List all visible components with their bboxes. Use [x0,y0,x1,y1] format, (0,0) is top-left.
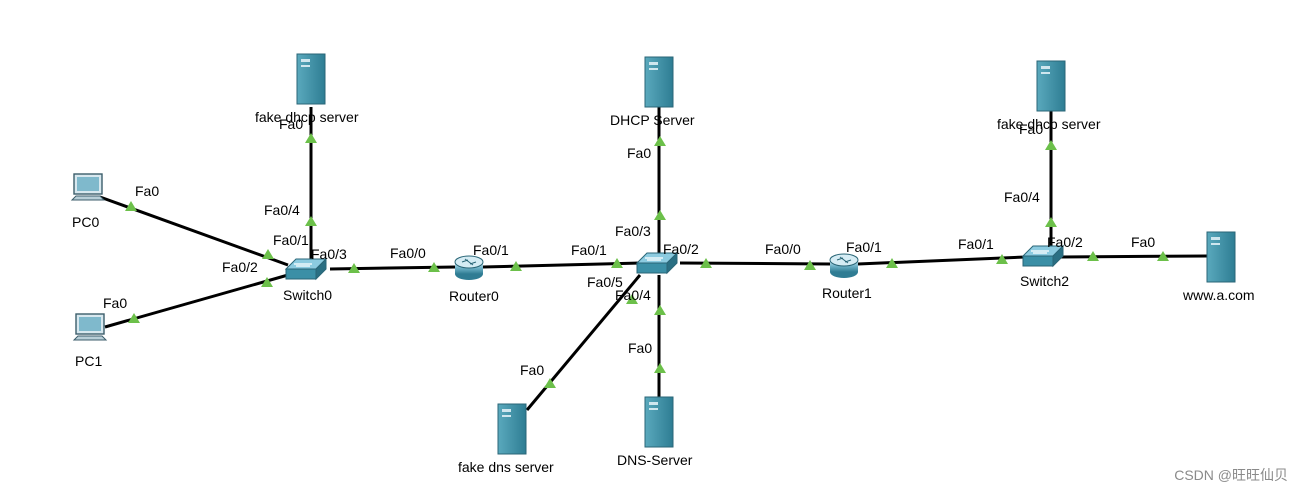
switch0-label: Switch0 [283,287,332,303]
port-light-up-icon [654,305,666,315]
watermark: CSDN @旺旺仙贝 [1174,467,1288,483]
port-label: Fa0/1 [273,232,309,248]
device-pc1[interactable] [73,313,107,341]
port-label: Fa0/5 [587,274,623,290]
device-fake-dns[interactable] [497,403,527,455]
server-icon [1036,60,1066,112]
port-label: Fa0 [1131,234,1155,250]
pc0-label: PC0 [72,214,99,230]
port-label: Fa0/0 [390,245,426,261]
device-dhcp-server[interactable] [644,56,674,108]
port-label: Fa0 [279,116,303,132]
port-label: Fa0/3 [311,246,347,262]
device-dns-server[interactable] [644,396,674,448]
port-label: Fa0/4 [264,202,300,218]
port-light-up-icon [654,363,666,373]
dns-server-label: DNS-Server [617,452,693,468]
server-icon [644,396,674,448]
port-label: Fa0 [1019,121,1043,137]
port-light-up-icon [262,249,274,259]
device-pc0[interactable] [71,173,105,201]
port-light-up-icon [654,136,666,146]
port-label: Fa0/2 [1047,234,1083,250]
device-fake-dhcp-left[interactable] [296,53,326,105]
port-label: Fa0 [627,145,651,161]
port-label: Fa0 [628,340,652,356]
port-label: Fa0/0 [765,241,801,257]
port-light-up-icon [1045,217,1057,227]
server-icon [296,53,326,105]
fake-dhcp-right-label: fake dhcp server [997,116,1101,132]
server-icon [497,403,527,455]
port-label: Fa0/1 [473,242,509,258]
www-label: www.a.com [1182,287,1255,303]
port-light-up-icon [305,216,317,226]
port-label: Fa0/1 [571,242,607,258]
router-icon [454,255,484,281]
port-light-up-icon [654,210,666,220]
server-icon [644,56,674,108]
port-label: Fa0/4 [615,287,651,303]
port-label: Fa0/2 [222,259,258,275]
pc-icon [73,313,107,341]
server-icon [1206,231,1236,283]
port-label: Fa0 [520,362,544,378]
router1-label: Router1 [822,285,872,301]
device-switch0[interactable] [285,258,327,280]
port-light-up-icon [1045,140,1057,150]
pc1-label: PC1 [75,353,102,369]
device-router0[interactable] [454,255,484,281]
link-switch2-www [1059,254,1208,259]
switch2-label: Switch2 [1020,273,1069,289]
device-www[interactable] [1206,231,1236,283]
port-light-up-icon [305,133,317,143]
dhcp-server-label: DHCP Server [610,112,695,128]
device-labels: PC0 PC1 Switch0 Router0 Router1 Switch2 … [72,109,1255,475]
device-router1[interactable] [829,253,859,279]
port-label: Fa0 [103,295,127,311]
port-label: Fa0/1 [958,236,994,252]
port-label: Fa0/3 [615,223,651,239]
port-label: Fa0/2 [663,241,699,257]
port-label: Fa0 [135,183,159,199]
device-fake-dhcp-right[interactable] [1036,60,1066,112]
router0-label: Router0 [449,288,499,304]
switch-icon [285,258,327,280]
port-label: Fa0/4 [1004,189,1040,205]
fake-dns-label: fake dns server [458,459,554,475]
link-router1-switch2 [857,255,1026,266]
pc-icon [71,173,105,201]
port-labels: Fa0 Fa0 Fa0/1 Fa0/2 Fa0/3 Fa0/4 Fa0 Fa0/… [103,116,1155,378]
fake-dhcp-left-label: fake dhcp server [255,109,359,125]
router-icon [829,253,859,279]
port-label: Fa0/1 [846,239,882,255]
